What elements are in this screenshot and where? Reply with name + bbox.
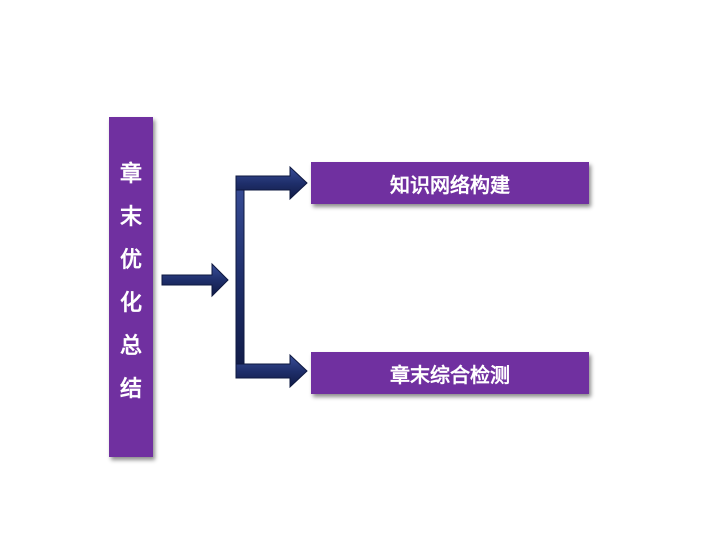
chapter-test-label: 章末综合检测	[390, 362, 510, 387]
bracket-bar	[235, 175, 245, 379]
branch-arrow-bottom	[235, 353, 308, 389]
branch-arrow-top	[235, 165, 308, 201]
knowledge-network-label: 知识网络构建	[390, 172, 510, 197]
chapter-summary-box: 章 末 优 化 总 结	[109, 117, 153, 457]
title-char: 末	[119, 205, 142, 230]
title-char: 章	[119, 162, 142, 187]
knowledge-network-box[interactable]: 知识网络构建	[311, 162, 589, 204]
title-char: 优	[119, 248, 142, 273]
chapter-test-box[interactable]: 章末综合检测	[311, 352, 589, 394]
main-arrow	[161, 262, 229, 298]
title-char: 总	[119, 334, 142, 359]
title-char: 化	[119, 291, 142, 316]
title-char: 结	[119, 377, 142, 402]
